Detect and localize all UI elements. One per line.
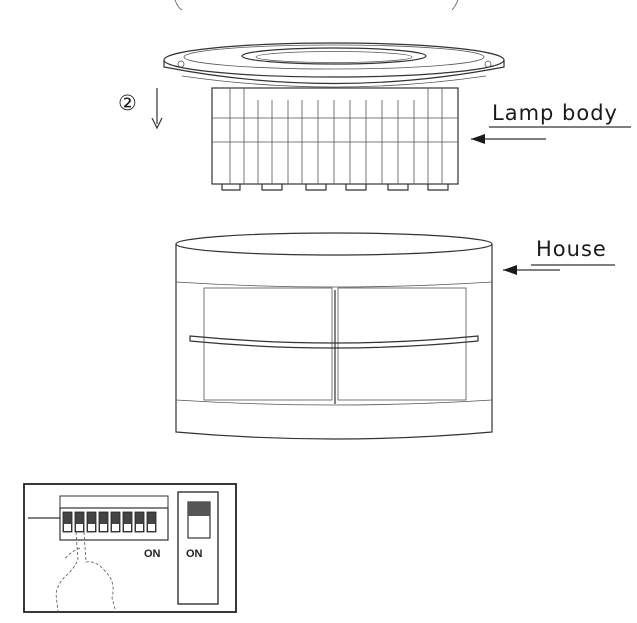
screw-hole-right-icon	[484, 60, 492, 68]
switch-panel: ON ON	[23, 483, 237, 613]
dip-switch-3[interactable]	[86, 511, 97, 533]
step-number: ②	[118, 91, 138, 115]
toggle-switch[interactable]: ON	[177, 491, 219, 605]
dip-switch-block: ON	[28, 495, 169, 560]
lamp-body-pointer-icon	[471, 134, 485, 144]
dip-switch-4[interactable]	[98, 511, 109, 533]
dip-switch-5[interactable]	[110, 511, 121, 533]
dip-switch-6[interactable]	[122, 511, 133, 533]
screw-hole-left-icon	[177, 60, 185, 68]
house-pointer-icon	[503, 265, 517, 275]
heat-sink-fins	[211, 87, 459, 191]
lamp-body-drawing: ② Lamp body	[118, 42, 631, 191]
dip-switch-1[interactable]	[62, 511, 73, 533]
house-label: House	[536, 237, 607, 261]
dip-switch-7[interactable]	[134, 511, 145, 533]
house-drawing: House	[175, 232, 615, 440]
dip-switch-2[interactable]	[74, 511, 85, 533]
dip-switch-8[interactable]	[146, 511, 157, 533]
pointing-hand-icon	[55, 531, 117, 613]
lamp-body-label: Lamp body	[492, 101, 618, 125]
cropped-top-fragment	[174, 0, 459, 11]
dip-on-label: ON	[144, 548, 161, 560]
toggle-on-label: ON	[186, 548, 203, 560]
